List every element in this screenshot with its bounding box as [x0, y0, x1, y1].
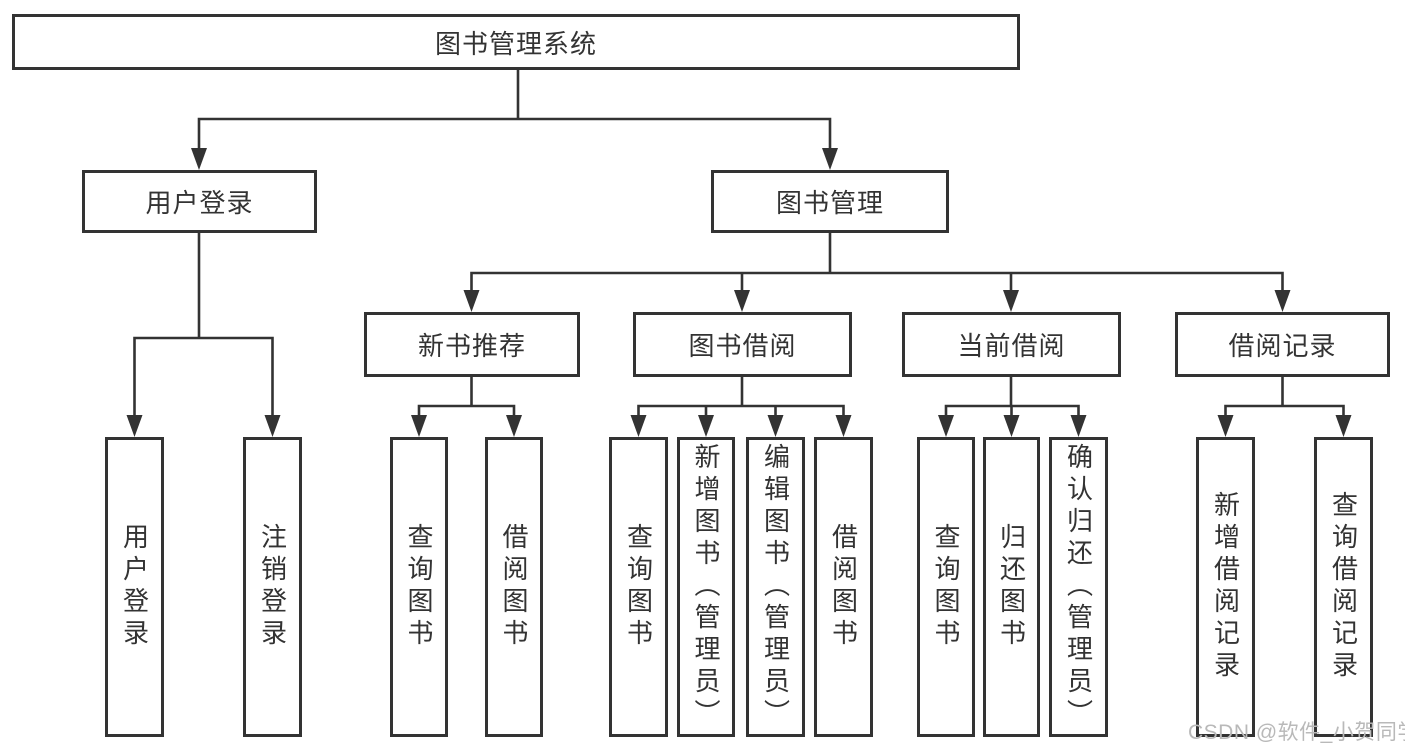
leaf-borrow-books: 借阅图书	[814, 437, 873, 737]
arrows-borrow-records	[1217, 415, 1352, 437]
node-book-borrow-label: 图书借阅	[688, 331, 797, 361]
node-book-borrow: 图书借阅	[633, 312, 852, 377]
node-current-borrow-label: 当前借阅	[957, 331, 1066, 361]
edges-book-borrow	[637, 377, 845, 416]
edges-book-management	[470, 233, 1284, 292]
arrows-root-split	[191, 148, 838, 170]
leaf-return-book: 归还图书	[983, 437, 1040, 737]
leaf-user-login-label: 用户登录	[119, 523, 150, 651]
leaf-query-books-borrow: 查询图书	[609, 437, 668, 737]
leaf-add-book-admin-label: 新增图书（管理员）	[691, 443, 721, 731]
leaf-user-login: 用户登录	[105, 437, 164, 737]
leaf-query-books-recommend-label: 查询图书	[404, 523, 434, 651]
leaf-query-books-current: 查询图书	[917, 437, 975, 737]
node-new-book-recommend: 新书推荐	[364, 312, 580, 377]
edges-root-split	[197, 69, 832, 150]
leaf-add-borrow-record: 新增借阅记录	[1196, 437, 1255, 737]
arrows-user-login	[126, 415, 281, 437]
leaf-logout-label: 注销登录	[257, 523, 288, 651]
leaf-query-books-current-label: 查询图书	[931, 523, 961, 651]
edges-new-book-recommend	[417, 377, 516, 416]
leaf-borrow-books-recommend-label: 借阅图书	[499, 523, 529, 651]
node-borrow-records-label: 借阅记录	[1228, 331, 1337, 361]
leaf-add-book-admin: 新增图书（管理员）	[677, 437, 735, 737]
leaf-confirm-return-admin-label: 确认归还（管理员）	[1063, 443, 1094, 731]
edges-current-borrow	[944, 377, 1080, 416]
arrows-book-borrow	[630, 415, 852, 437]
node-user-login: 用户登录	[82, 170, 317, 233]
leaf-query-books-recommend: 查询图书	[390, 437, 448, 737]
csdn-watermark: CSDN @软件_小贺同学	[1188, 721, 1405, 744]
node-borrow-records: 借阅记录	[1175, 312, 1390, 377]
leaf-query-borrow-record: 查询借阅记录	[1314, 437, 1373, 737]
edges-borrow-records	[1224, 377, 1345, 416]
leaf-return-book-label: 归还图书	[996, 523, 1027, 651]
edges-user-login	[133, 233, 274, 416]
arrows-current-borrow	[938, 415, 1087, 437]
leaf-query-borrow-record-label: 查询借阅记录	[1328, 491, 1359, 683]
leaf-query-books-borrow-label: 查询图书	[623, 523, 654, 651]
node-current-borrow: 当前借阅	[902, 312, 1121, 377]
node-book-management-label: 图书管理	[775, 188, 884, 218]
leaf-logout: 注销登录	[243, 437, 302, 737]
leaf-add-borrow-record-label: 新增借阅记录	[1210, 491, 1241, 683]
leaf-confirm-return-admin: 确认归还（管理员）	[1049, 437, 1108, 737]
node-root: 图书管理系统	[12, 14, 1020, 70]
node-book-management: 图书管理	[711, 170, 949, 233]
leaf-borrow-books-label: 借阅图书	[828, 523, 859, 651]
leaf-edit-book-admin: 编辑图书（管理员）	[746, 437, 805, 737]
leaf-borrow-books-recommend: 借阅图书	[485, 437, 543, 737]
leaf-edit-book-admin-label: 编辑图书（管理员）	[760, 443, 791, 731]
node-new-book-recommend-label: 新书推荐	[417, 331, 526, 361]
arrows-book-management	[463, 290, 1291, 312]
node-user-login-label: 用户登录	[145, 188, 254, 218]
node-root-label: 图书管理系统	[434, 28, 597, 59]
arrows-new-book-recommend	[411, 415, 522, 437]
